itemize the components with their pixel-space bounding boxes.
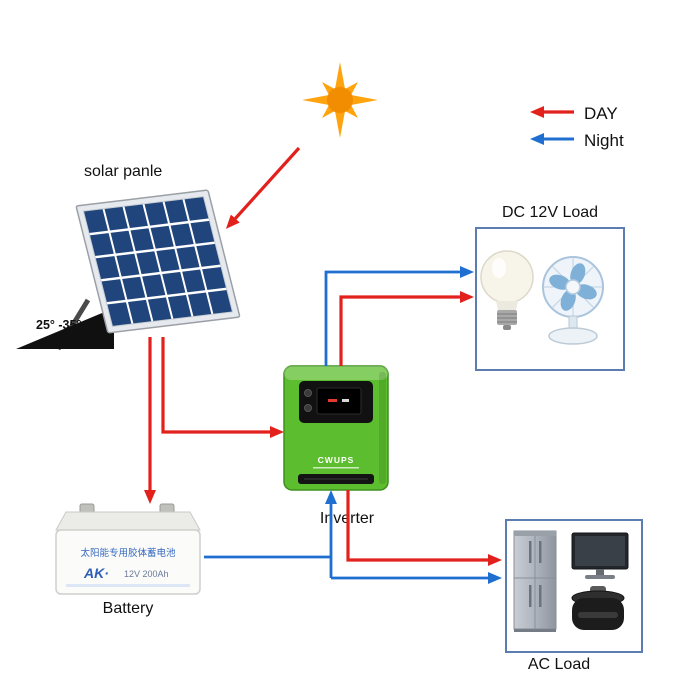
legend: DAY Night [530,104,624,150]
arrow-inverter-to-ac-load-day [346,490,502,566]
fan-icon [542,256,604,345]
battery-top-face [55,511,201,531]
legend-night-label: Night [584,131,624,150]
inverter-brand-label: CWUPS [318,455,355,465]
arrow-inverter-to-dc-load-night [324,266,474,366]
battery-stripe [66,584,190,587]
arrow-inverter-to-dc-load-day [339,291,474,366]
fridge-icon [513,530,557,632]
panel-grid [88,198,227,325]
dc-load-label: DC 12V Load [502,204,598,221]
solar-panel-icon [75,189,241,334]
sun-core [327,87,353,113]
ac-load-label: AC Load [528,656,590,673]
tilt-angle-label: 25° -35° [36,318,81,332]
inverter-screen [316,387,362,415]
panel-inner-border [82,196,234,327]
dc-load-box [475,227,625,371]
battery-icon: 太阳能专用胶体蓄电池 AK· 12V 200Ah [55,503,201,595]
battery-spec-text: 12V 200Ah [124,569,169,579]
battery-front-face [55,529,201,595]
inverter-top-sheen [284,366,388,380]
battery-label: Battery [103,600,154,617]
tilt-wedge [16,308,114,349]
legend-day-label: DAY [584,104,618,123]
monitor-icon [571,532,629,579]
rice-cooker-icon [571,586,625,630]
ac-load-box [505,519,643,653]
inverter-brand-underline [313,467,359,469]
night-flow-arrows [204,266,502,584]
inverter-knob-1 [304,389,312,397]
bulb-icon [480,250,534,330]
inverter-screen-indicator-red [328,399,337,402]
solar-panel-label: solar panle [84,163,162,180]
inverter-icon: CWUPS [283,365,389,491]
inverter-side-shade [379,372,386,484]
day-flow-arrows [144,146,502,566]
arrow-sun-to-panel [225,146,301,229]
arrow-panel-to-inverter [161,337,284,438]
sun-icon [302,62,378,138]
battery-title-text: 太阳能专用胶体蓄电池 [80,547,176,559]
tilt-mount [16,298,114,351]
inverter-screen-indicator-white [342,399,349,402]
inverter-knob-2 [304,404,312,412]
battery-brand-text: AK· [83,565,109,581]
